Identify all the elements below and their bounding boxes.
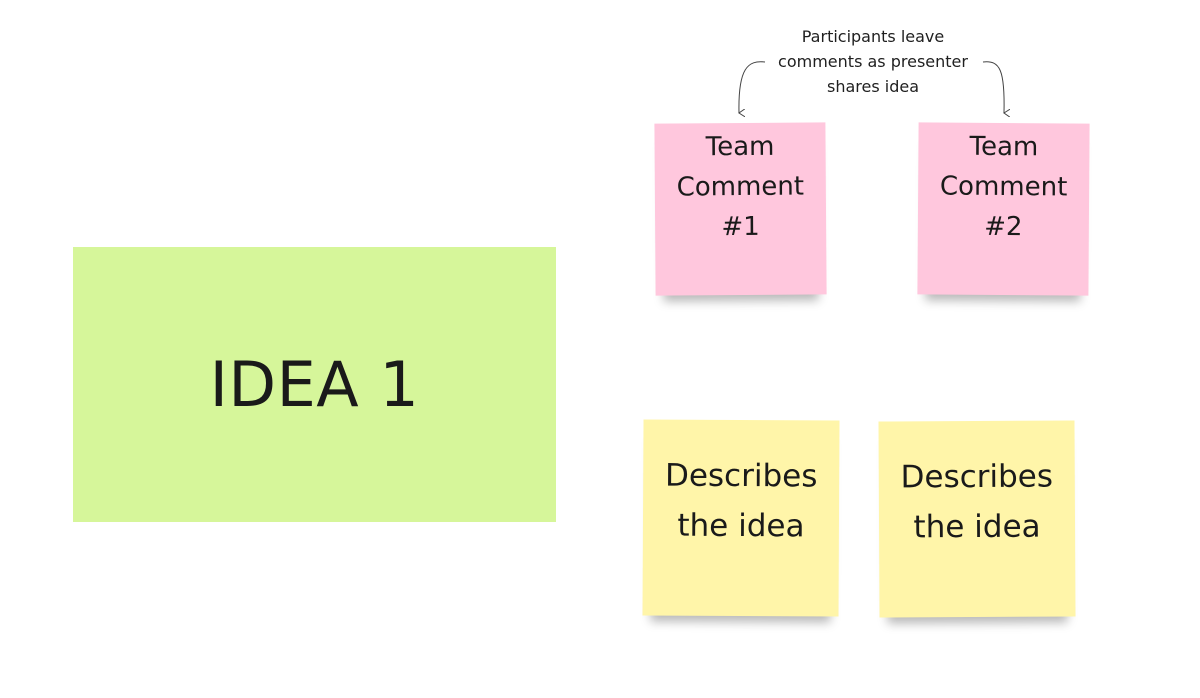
- idea-title: IDEA 1: [209, 348, 420, 421]
- note-line: Describes: [900, 458, 1054, 495]
- note-line: the idea: [913, 508, 1041, 545]
- note-line: Comment: [939, 171, 1068, 202]
- team-comment-note-1[interactable]: Team Comment #1: [654, 122, 827, 296]
- note-text: Team Comment #1: [676, 126, 805, 247]
- note-line: Team: [969, 131, 1039, 162]
- arrow-right-connector[interactable]: [982, 61, 1004, 113]
- description-note-1[interactable]: Describes the idea: [642, 419, 840, 617]
- team-comment-note-2[interactable]: Team Comment #2: [917, 122, 1090, 296]
- note-line: #2: [984, 211, 1023, 242]
- note-text: Describes the idea: [900, 451, 1053, 552]
- caption-line: shares idea: [826, 77, 920, 96]
- description-note-2[interactable]: Describes the idea: [878, 420, 1076, 618]
- idea-sticky-note[interactable]: IDEA 1: [73, 247, 556, 522]
- note-line: Describes: [664, 457, 818, 494]
- note-text: Team Comment #2: [940, 126, 1068, 247]
- note-line: Comment: [676, 171, 805, 202]
- note-line: #1: [721, 211, 760, 242]
- caption-line: comments as presenter: [778, 52, 968, 71]
- note-line: the idea: [677, 507, 805, 544]
- caption-line: Participants leave: [801, 27, 945, 46]
- caption-text[interactable]: Participants leave comments as presenter…: [760, 24, 986, 99]
- note-line: Team: [705, 131, 775, 162]
- note-text: Describes the idea: [665, 450, 818, 551]
